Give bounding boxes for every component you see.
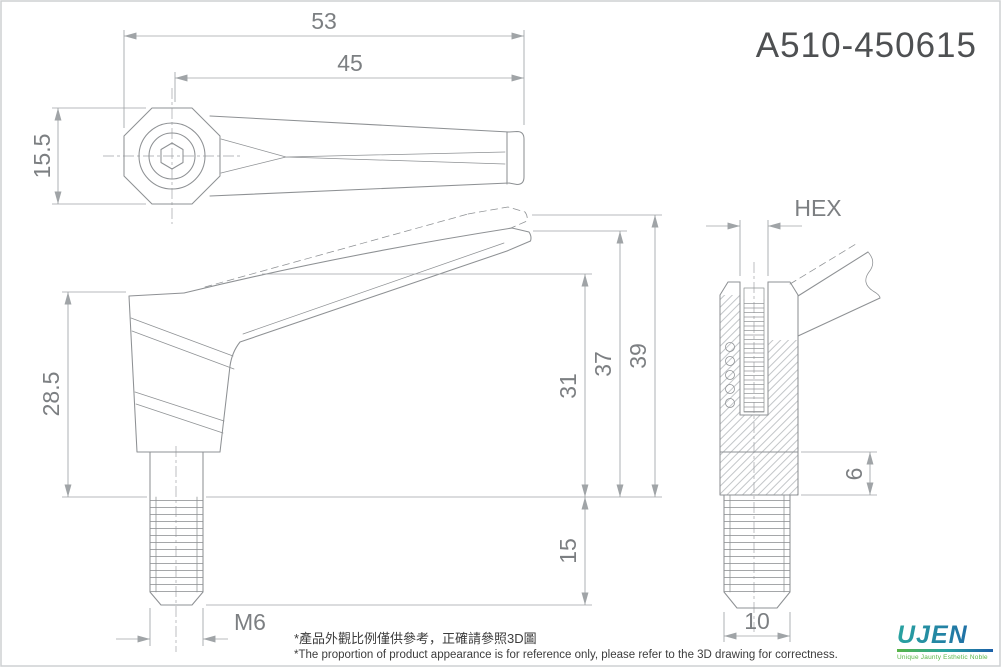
dim-10: 10 <box>723 608 791 642</box>
dim-28-5-label: 28.5 <box>38 372 64 417</box>
collar-outline <box>719 451 799 496</box>
section-stud-minor-lines <box>729 494 785 593</box>
dim-m6-label: M6 <box>234 609 266 635</box>
ujen-logo-name: UJEN <box>897 623 993 648</box>
set-screw-head <box>743 287 765 301</box>
dim-6: 6 <box>801 451 877 496</box>
dim-6-extensions <box>801 451 877 496</box>
top-view: 53 45 15.5 <box>29 8 525 224</box>
dim-10-label: 10 <box>744 608 770 634</box>
hub-inner-circle <box>148 132 196 180</box>
handle-inner-edge <box>242 242 505 335</box>
handle-alt-position <box>204 206 528 288</box>
hex-socket <box>160 142 184 170</box>
dim-31-label: 31 <box>555 373 581 399</box>
dim-28-5: 28.5 <box>38 291 147 498</box>
hatch-bore-bottom <box>740 415 768 452</box>
handle-blade-edges <box>220 138 506 174</box>
handle-stub-break <box>865 251 881 299</box>
stud-neck <box>149 451 204 498</box>
set-screw-threads <box>744 300 764 412</box>
section-stud-threads <box>724 495 790 592</box>
top-view-center-lines <box>103 88 242 224</box>
hub-ribs <box>130 317 235 434</box>
dim-15-5-label: 15.5 <box>29 134 55 179</box>
ujen-logo-tagline: Unique Jaunty Esthetic Noble <box>897 654 988 661</box>
dim-15-5: 15.5 <box>29 107 146 205</box>
dim-53-label: 53 <box>311 8 337 34</box>
note-chinese: *產品外觀比例僅供參考，正確請參照3D圖 <box>294 631 537 647</box>
stud-outline <box>149 496 204 606</box>
part-number: A510-450615 <box>755 26 977 65</box>
stud-thread-minor-lines <box>155 496 198 593</box>
section-stud-outline <box>723 494 791 609</box>
dim-hex: HEX <box>706 195 842 276</box>
handle-top-outline <box>209 115 525 197</box>
dim-37-label: 37 <box>590 351 616 377</box>
dim-m6-extensions <box>149 608 204 646</box>
notes: *產品外觀比例僅供參考，正確請參照3D圖 *The proportion of … <box>294 631 838 662</box>
hub-outer-circle <box>138 122 206 190</box>
hatch-right-wall <box>768 340 798 452</box>
lever-handle-profile <box>183 227 532 453</box>
stud-threads <box>150 497 203 592</box>
set-screw-outline <box>743 299 765 413</box>
ujen-logo: UJEN Unique Jaunty Esthetic Noble <box>897 623 993 661</box>
handle-stub-dashed <box>789 243 857 285</box>
spring-coils <box>725 342 735 408</box>
dim-53-extensions <box>123 30 525 128</box>
note-english: *The proportion of product appearance is… <box>294 648 838 661</box>
hub-body <box>128 292 221 453</box>
dim-53: 53 <box>123 8 525 128</box>
dim-hex-label: HEX <box>794 195 841 221</box>
dim-15-5-extensions <box>52 107 146 205</box>
hatch-collar <box>720 452 798 495</box>
dim-6-label: 6 <box>841 468 867 481</box>
hub-octagon <box>123 107 221 205</box>
section-body-outline <box>719 281 799 453</box>
dim-45-label: 45 <box>337 50 363 76</box>
right-extension-lines <box>206 214 662 606</box>
dim-28-5-extensions <box>62 291 147 498</box>
dim-right-stack: 31 15 37 39 <box>206 214 662 606</box>
dim-45: 45 <box>174 50 524 102</box>
section-view: HEX 6 10 <box>706 195 881 642</box>
side-view: 28.5 M6 31 15 37 39 <box>38 206 662 652</box>
dim-m6: M6 <box>116 608 266 646</box>
handle-stub <box>797 251 881 337</box>
hex-bore <box>739 281 769 416</box>
hatch-left-wall <box>720 295 740 452</box>
dim-39-label: 39 <box>625 343 651 369</box>
ujen-logo-bar <box>897 649 993 652</box>
dim-15-label: 15 <box>555 538 581 564</box>
